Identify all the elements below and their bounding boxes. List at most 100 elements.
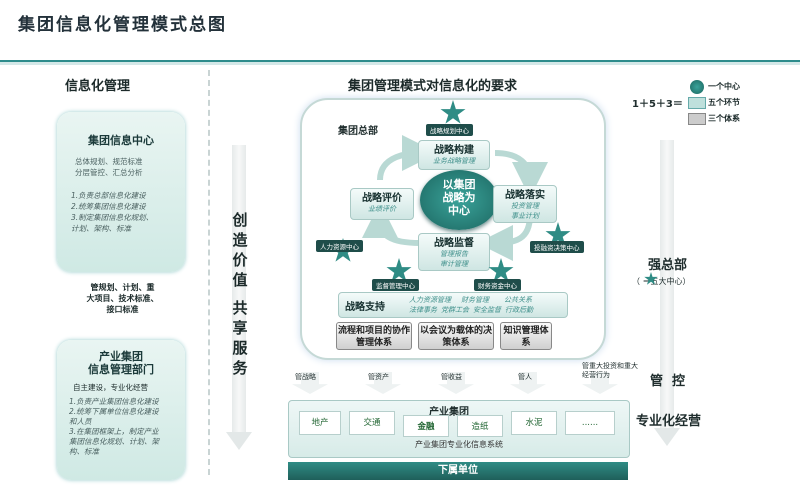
governance-note-line-1: 管规划、计划、重 [90, 283, 155, 292]
industry-cell-cement: 水泥 [511, 411, 557, 435]
strong-hq-note: （ ＝五大中心） [632, 277, 691, 286]
support-item: 行政后勤 [505, 306, 533, 314]
value-creation-label: 创 造 价 值 [230, 210, 250, 290]
right-flow-arrow-head [654, 428, 680, 446]
support-item: 公共关系 [504, 296, 532, 304]
support-item: 党群工会 [441, 306, 469, 314]
industry-cell-finance: 金融 [403, 415, 449, 437]
page-title: 集团信息化管理模式总图 [18, 15, 227, 35]
tag-investment-center: 投融资决策中心 [530, 241, 584, 253]
left-section-title: 信息化管理 [65, 79, 131, 94]
industry-cell-paper: 造纸 [457, 415, 503, 437]
industry-dept-item-3: 和人员 [69, 417, 92, 426]
box-title: 战略评价 [362, 193, 402, 204]
box-strategy-evaluate: 战略评价 业绩评价 [350, 188, 414, 220]
vertical-char: 创 [232, 211, 248, 229]
info-center-panel: 集团信息中心 总体规划、规范标准 分层管控、汇总分析 1.负责总部信息化建设 2… [57, 112, 185, 272]
governance-note-line-2: 大项目、技术标准、 [86, 294, 159, 303]
arrow-down-icon [365, 372, 401, 394]
vertical-char: 共 [232, 299, 248, 317]
system-decision: 以会议为载体的决策体系 [418, 322, 494, 350]
center-section-title: 集团管理模式对信息化的要求 [348, 79, 518, 94]
specialized-label: 专业化经营 [636, 414, 702, 429]
system-collaboration: 流程和项目的协作管理体系 [336, 322, 412, 350]
support-item: 法律事务 [409, 306, 437, 314]
info-center-item-3: 3.制定集团信息化规划、 [71, 213, 154, 222]
info-center-item-1: 1.负责总部信息化建设 [71, 191, 146, 200]
left-flow-arrow-shaft [232, 145, 246, 435]
box-sub: 业绩评价 [368, 205, 396, 213]
industry-dept-item-4: 3.在集团框架上，制定产业 [69, 427, 159, 436]
tag-strategy-planning: 战略规划中心 [426, 124, 473, 136]
industry-dept-item-5: 集团信息化规划、计划、架 [69, 437, 159, 446]
industry-group-title: 产业集团 [429, 407, 469, 418]
info-center-item-2: 2.统筹集团信息化建设 [71, 202, 146, 211]
left-flow-arrow-head [226, 432, 252, 450]
core-line-1: 以集团 [442, 178, 476, 191]
shared-service-label: 共 享 服 务 [230, 298, 250, 378]
system-knowledge: 知识管理体系 [500, 322, 552, 350]
box-strategy-build: 战略构建 业务战略管理 [418, 140, 490, 170]
box-sub: 投资管理 [511, 202, 539, 210]
tag-finance-center: 财务资金中心 [474, 279, 521, 291]
support-item: 财务管理 [461, 296, 489, 304]
vertical-char: 服 [232, 339, 248, 357]
legend-box-icon [688, 97, 706, 109]
box-sub: 管理报告 [440, 250, 468, 258]
industry-system-label: 产业集团专业化信息系统 [415, 440, 503, 449]
right-flow-arrow-shaft [660, 140, 674, 430]
support-title: 战略支持 [345, 302, 385, 313]
core-strategy-ellipse: 以集团 战略为 中心 [420, 170, 498, 230]
info-center-item-4: 计划、架构、标准 [71, 224, 131, 233]
arrow-label-strategy: 管战略 [295, 373, 316, 381]
arrow-down-icon [292, 372, 328, 394]
legend-circle-icon [690, 80, 704, 94]
tag-hr-center: 人力资源中心 [316, 240, 363, 252]
vertical-char: 享 [232, 319, 248, 337]
arrow-label-assets: 管资产 [368, 373, 389, 381]
box-title: 战略落实 [505, 190, 545, 201]
info-center-title: 集团信息中心 [88, 134, 154, 147]
hq-label: 集团总部 [338, 126, 378, 137]
box-strategy-supervise: 战略监督 管理报告 审计管理 [418, 233, 490, 271]
industry-dept-item-6: 构、标准 [69, 447, 99, 456]
box-title: 战略监督 [434, 238, 474, 249]
governance-note: 管规划、计划、重 大项目、技术标准、 接口标准 [60, 282, 185, 315]
arrow-down-icon [582, 372, 618, 394]
control-label: 管 控 [650, 374, 686, 389]
title-rule [0, 60, 800, 62]
vertical-char: 造 [232, 231, 248, 249]
industry-group-panel: 产业集团 地产 交通 金融 造纸 水泥 ...... 产业集团专业化信息系统 [288, 400, 630, 458]
box-sub: 业务战略管理 [433, 157, 475, 165]
industry-cell-more: ...... [565, 411, 615, 435]
support-item: 安全监督 [473, 306, 501, 314]
industry-dept-item-2: 2.统筹下属单位信息化建设 [69, 407, 159, 416]
vertical-char: 务 [232, 359, 248, 377]
tag-supervision-center: 监督管理中心 [372, 279, 419, 291]
legend-one-center: 一个中心 [708, 82, 740, 91]
title-rule-shadow [0, 62, 800, 65]
vertical-char: 值 [232, 271, 248, 289]
strong-hq-label: 强总部 [648, 258, 688, 273]
industry-dept-sub: 自主建设，专业化经营 [73, 383, 148, 392]
vertical-char: 价 [232, 251, 248, 269]
industry-cell-realestate: 地产 [299, 411, 341, 435]
box-title: 战略构建 [434, 145, 474, 156]
arrow-label-income: 管收益 [441, 373, 462, 381]
legend-five-links: 五个环节 [708, 98, 740, 107]
box-sub: 审计管理 [440, 260, 468, 268]
legend-three-systems: 三个体系 [708, 114, 740, 123]
arrow-label-people: 管人 [518, 373, 532, 381]
support-item: 人力资源管理 [409, 296, 451, 304]
core-line-3: 中心 [448, 204, 470, 217]
legend-formula: 1＋5＋3＝ [632, 99, 683, 110]
info-center-desc-2: 分层管控、汇总分析 [75, 168, 143, 177]
box-sub: 事业计划 [511, 212, 539, 220]
arrow-label-major: 管重大投资和重大经营行为 [582, 362, 638, 379]
column-divider [208, 70, 210, 475]
legend-gray-box-icon [688, 113, 706, 125]
industry-dept-item-1: 1.负责产业集团信息化建设 [69, 397, 159, 406]
box-strategy-execute: 战略落实 投资管理 事业计划 [493, 185, 557, 223]
industry-cell-transport: 交通 [349, 411, 395, 435]
industry-dept-title-2: 信息管理部门 [88, 363, 154, 376]
